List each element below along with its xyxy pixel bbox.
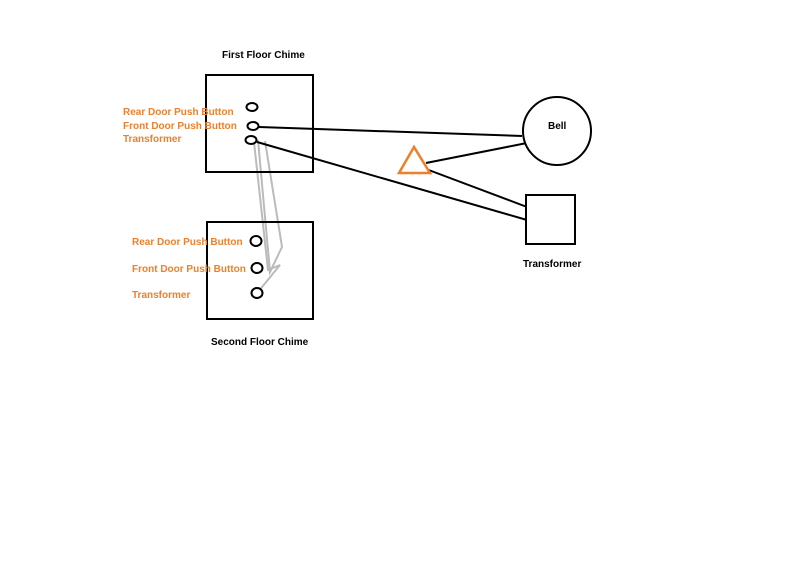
gray-wire-transformer [253,141,281,293]
triangle-warning-icon [396,144,433,175]
first-floor-label-transformer: Transformer [123,134,181,145]
gray-wire-front-button [257,139,284,276]
second-floor-label-transformer: Transformer [132,290,190,301]
transformer-box [525,194,576,245]
first-floor-label-rear: Rear Door Push Button [123,107,234,118]
transformer-label: Transformer [523,259,581,270]
first-floor-terminal-rear [245,102,259,112]
first-floor-terminal-front [246,121,260,131]
first-floor-chime-title: First Floor Chime [222,50,305,61]
second-floor-chime-title: Second Floor Chime [211,337,309,348]
bell-circle [522,96,592,166]
first-floor-terminal-transformer [244,135,258,145]
first-floor-label-front: Front Door Push Button [123,121,237,132]
bell-label: Bell [548,121,567,132]
second-floor-label-rear: Rear Door Push Button [132,237,243,248]
second-floor-terminal-transformer [250,287,264,299]
wire-front-to-bell [258,126,523,137]
wire-transformer-to-transformer [256,141,528,221]
second-floor-chime-box [206,221,314,320]
wire-bell-to-triangle [425,142,528,164]
first-floor-chime-box [205,74,314,173]
second-floor-terminal-front [250,262,264,274]
second-floor-terminal-rear [249,235,263,247]
second-floor-label-front: Front Door Push Button [132,264,246,275]
wire-triangle-to-transformer [425,168,528,208]
